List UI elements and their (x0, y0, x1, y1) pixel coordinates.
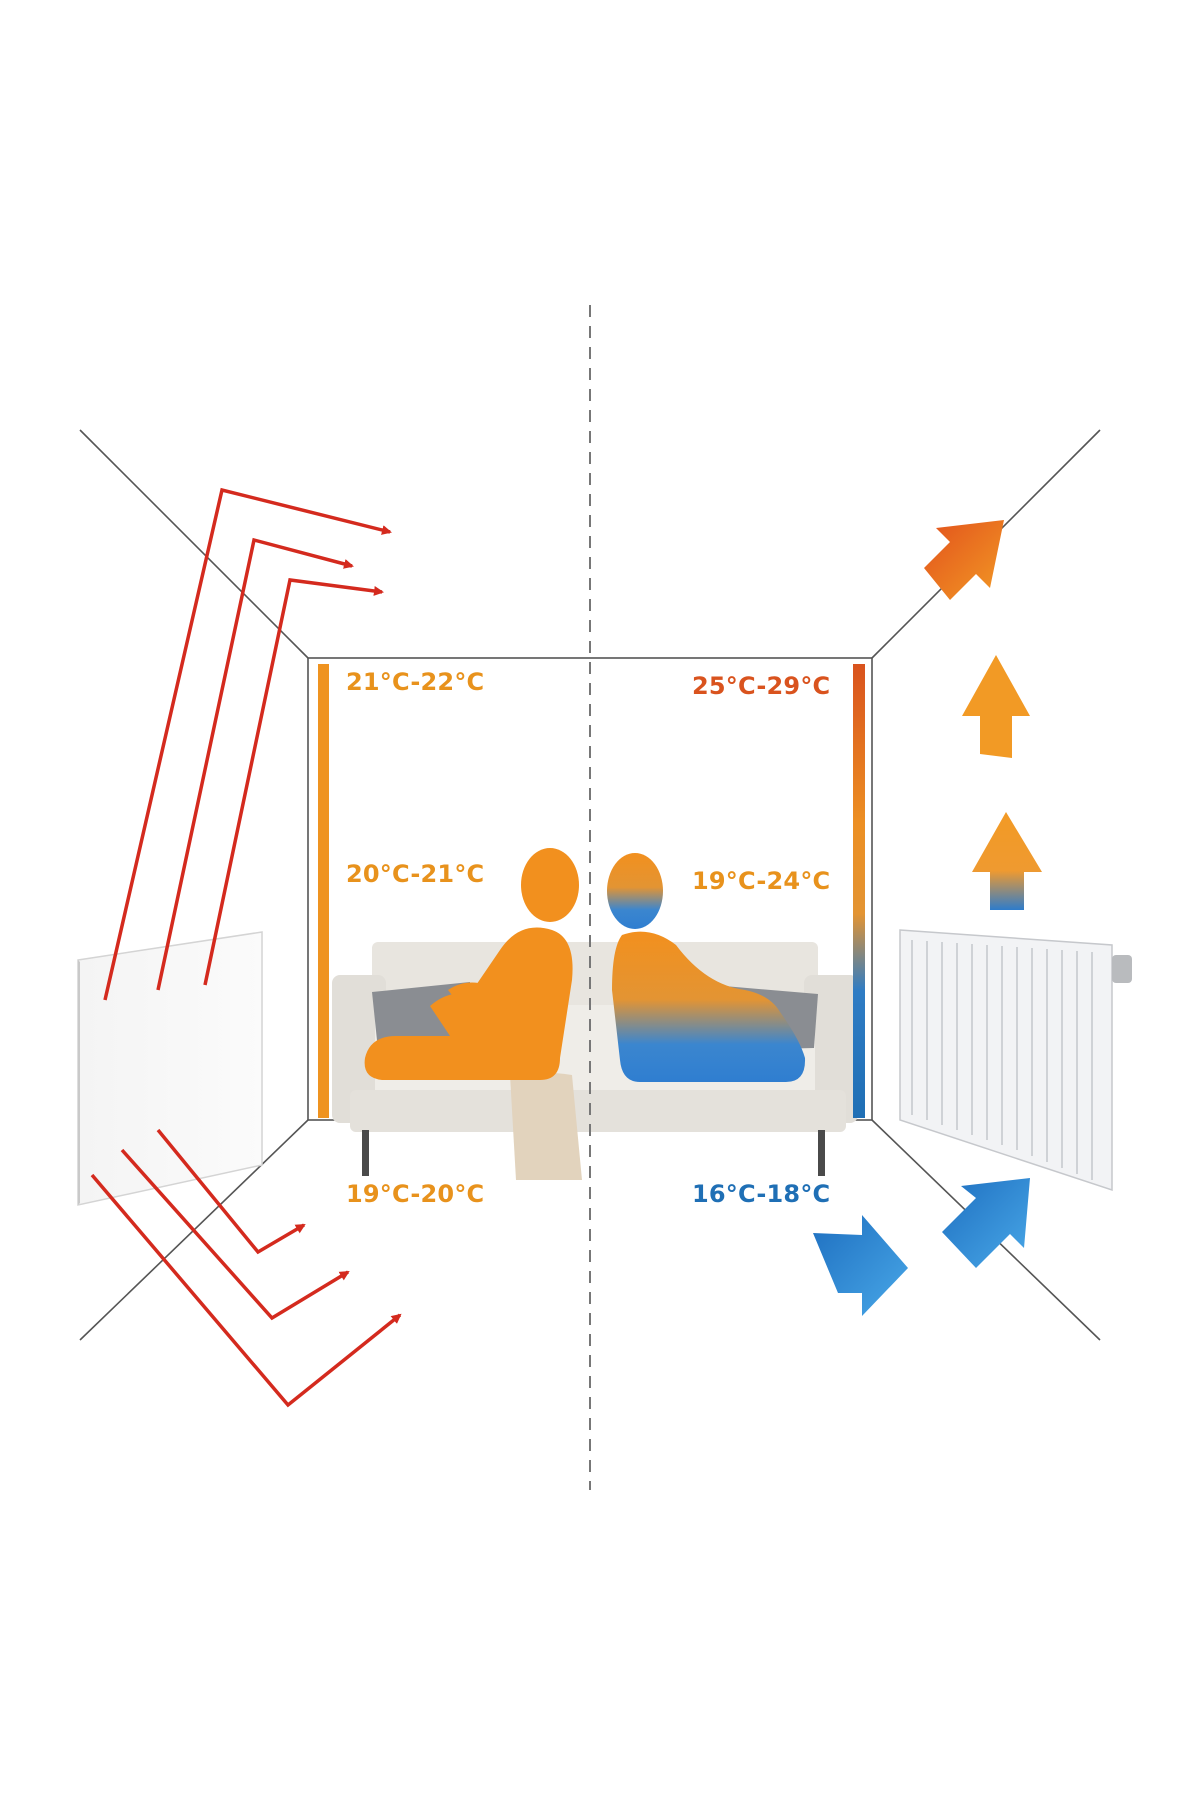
infrared-panel (77, 931, 263, 1206)
radiator (899, 929, 1132, 1192)
radiation-arrow-up-3 (203, 578, 384, 986)
convection-arrow-hot (924, 520, 1004, 600)
ceiling-corner-left (79, 429, 309, 659)
person-convector-side (607, 853, 806, 1082)
infrared-bottom-temperature: 19°C-20°C (346, 1180, 485, 1208)
convection-arrow-mixed (972, 812, 1042, 910)
radiation-arrow-up-2 (156, 537, 354, 991)
convector-temperature-bar (853, 664, 865, 1118)
radiation-arrow-up-1 (103, 487, 392, 1001)
convection-arrow-cold-2 (942, 1178, 1030, 1268)
convector-middle-temperature: 19°C-24°C (692, 867, 831, 895)
radiation-arrow-down-1 (156, 1128, 306, 1255)
person-infrared-side (364, 848, 579, 1080)
infrared-top-temperature: 21°C-22°C (346, 668, 485, 696)
radiation-arrows (90, 487, 402, 1408)
convector-bottom-temperature: 16°C-18°C (692, 1180, 831, 1208)
convector-top-temperature: 25°C-29°C (692, 672, 831, 700)
convection-arrow-warm (962, 655, 1030, 758)
infrared-temperature-bar (318, 664, 329, 1118)
infrared-middle-temperature: 20°C-21°C (346, 860, 485, 888)
radiation-arrow-down-3 (90, 1173, 402, 1408)
convection-arrows (813, 520, 1042, 1316)
convection-arrow-cold-1 (813, 1215, 908, 1316)
radiator-valve-icon (1112, 955, 1132, 983)
radiation-arrow-down-2 (120, 1148, 350, 1321)
